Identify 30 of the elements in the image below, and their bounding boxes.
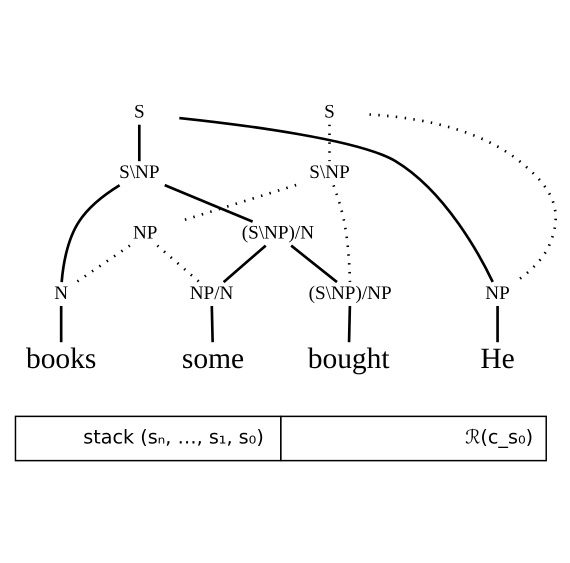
node-text: (S\NP)/N [242,222,314,244]
connector [332,184,352,282]
connector [76,244,131,284]
connector [138,124,141,162]
node-text: S [134,102,145,123]
node-text: books [26,342,96,375]
node-text: (S\NP)/NP [308,283,392,304]
connector [328,124,331,162]
connector [156,244,200,284]
connector [348,306,352,342]
label: ℛ(c_s₀) [465,426,534,449]
label: stack (sₙ, …, s₁, s₀) [83,426,264,449]
connector [164,184,254,223]
node-text: He [480,342,515,375]
node-text: some [182,342,244,375]
connector [60,184,120,282]
connector [222,244,267,284]
connector [210,306,214,342]
node-text: NP/N [190,283,234,304]
node-text: S\NP [119,162,160,184]
connector [60,306,62,342]
connector [496,306,499,342]
node-text: S [324,102,335,123]
node-text: S\NP [309,162,350,184]
node-text: NP [485,283,510,304]
node-text: N [54,283,68,304]
connector [290,244,338,284]
node-text: NP [132,222,158,244]
connector [179,116,494,283]
node-text: bought [308,342,390,375]
